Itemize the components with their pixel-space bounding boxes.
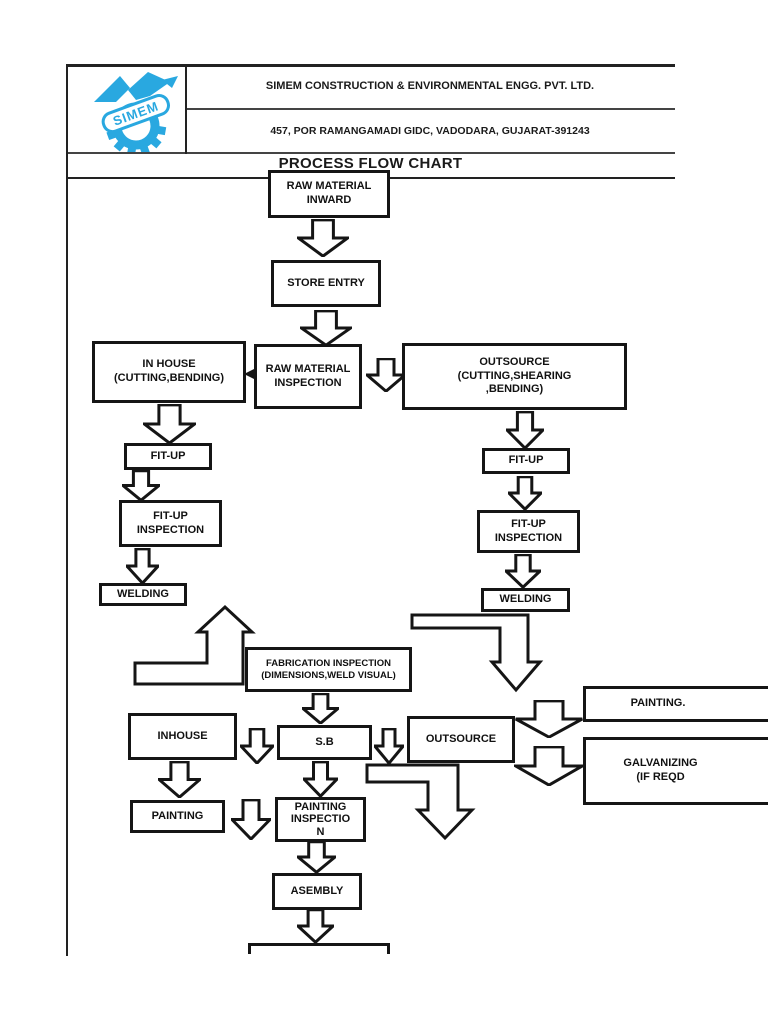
bent-arrow-down-from-outsource [362,762,477,842]
flow-box-store-entry: STORE ENTRY [271,260,381,307]
arrow-down-to-galvanizing [514,746,584,786]
company-logo: SIMEM [94,72,178,152]
arrow-down [143,404,196,444]
header-bottom-border [66,152,675,154]
flow-box-sb: S.B [277,725,372,760]
flow-box-raw-material-inward: RAW MATERIAL INWARD [268,170,390,218]
header-top-border [66,64,675,67]
flow-box-in-house: IN HOUSE (CUTTING,BENDING) [92,341,246,403]
company-name: SIMEM CONSTRUCTION & ENVIRONMENTAL ENGG.… [265,80,595,92]
arrow-down [506,411,544,449]
flow-box-outsource-mid: OUTSOURCE [407,716,515,763]
arrow-down [297,841,336,873]
flow-box-painting: PAINTING [130,800,225,833]
flow-box-painting-right: PAINTING. [583,686,768,722]
bird-icon [94,72,178,102]
arrow-down [231,799,271,840]
next-step-box-partial [248,943,390,954]
flow-box-fit-up-inspection-right: FIT-UP INSPECTION [477,510,580,553]
flow-box-asembly: ASEMBLY [272,873,362,910]
bent-arrow-up-to-welding [130,600,260,690]
flow-box-fit-up-left: FIT-UP [124,443,212,470]
bent-arrow-down-from-welding-right [405,612,545,697]
arrow-down [505,554,541,588]
arrow-down [374,728,404,764]
page-title: PROCESS FLOW CHART [278,155,463,172]
page-left-border [66,64,68,956]
flow-box-fit-up-right: FIT-UP [482,448,570,474]
flow-box-welding-right: WELDING [481,588,570,612]
arrow-down [508,476,542,510]
arrow-down [297,219,349,257]
flow-box-raw-material-inspection: RAW MATERIAL INSPECTION [254,344,362,409]
logo-cell-divider [185,64,187,154]
arrow-down [122,470,160,501]
arrow-down [366,358,406,392]
company-address: 457, POR RAMANGAMADI GIDC, VADODARA, GUJ… [270,125,590,137]
flow-box-outsource-top: OUTSOURCE (CUTTING,SHEARING ,BENDING) [402,343,627,410]
flow-box-welding-left: WELDING [99,583,187,606]
arrow-down [300,310,352,346]
flow-box-fabrication-inspection: FABRICATION INSPECTION (DIMENSIONS,WELD … [245,647,412,692]
flow-box-fit-up-inspection-left: FIT-UP INSPECTION [119,500,222,547]
header-row-divider [185,108,675,110]
arrow-down [303,761,338,797]
flow-box-painting-inspection: PAINTING INSPECTIO N [275,797,366,842]
flow-box-galvanizing: GALVANIZING (IF REQD [583,737,768,805]
arrow-down [302,693,339,724]
flow-box-inhouse: INHOUSE [128,713,237,760]
arrow-down [158,761,201,798]
arrow-down-to-painting-right [514,700,584,738]
arrow-down [297,909,334,943]
arrow-down [240,728,274,764]
arrow-down [126,548,159,584]
